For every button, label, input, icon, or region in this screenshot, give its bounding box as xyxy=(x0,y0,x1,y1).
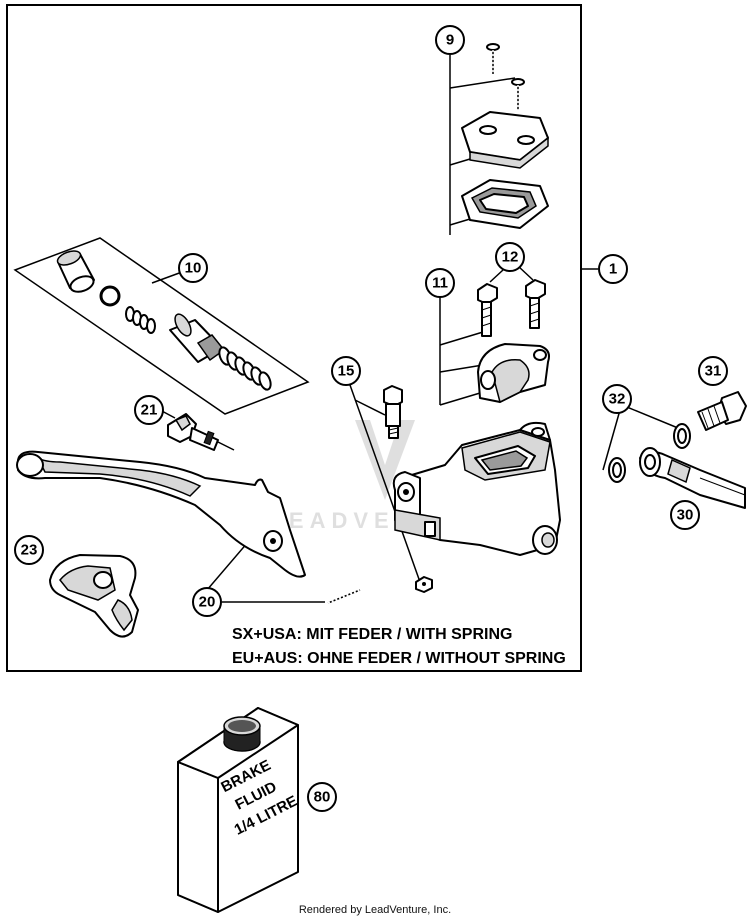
svg-text:21: 21 xyxy=(141,402,158,419)
lever-cover xyxy=(49,554,139,638)
callout-9: 9 xyxy=(435,25,465,55)
reservoir-cover-kit xyxy=(449,43,549,235)
callout-15: 15 xyxy=(331,356,361,386)
callout-32: 32 xyxy=(602,384,632,414)
callout-31: 31 xyxy=(698,356,728,386)
callout-12: 12 xyxy=(495,242,525,272)
svg-text:23: 23 xyxy=(21,542,38,559)
brake-hose-assembly xyxy=(602,391,747,509)
svg-text:31: 31 xyxy=(705,363,722,380)
bottle-cap xyxy=(223,716,261,752)
svg-text:30: 30 xyxy=(677,507,694,524)
banjo-bolt xyxy=(697,391,747,431)
piston-kit xyxy=(13,237,310,415)
clamp-bolt-2 xyxy=(525,279,546,329)
svg-text:9: 9 xyxy=(446,32,454,49)
callout-11: 11 xyxy=(425,268,455,298)
note-without-spring: EU+AUS: OHNE FEDER / WITHOUT SPRING xyxy=(232,650,566,667)
callout-20: 20 xyxy=(192,587,222,617)
cover-screw-2 xyxy=(511,78,525,110)
note-with-spring: SX+USA: MIT FEDER / WITH SPRING xyxy=(232,626,512,643)
svg-text:32: 32 xyxy=(609,391,626,408)
svg-text:10: 10 xyxy=(185,260,202,277)
pivot-bolt xyxy=(349,384,433,593)
callout-30: 30 xyxy=(670,500,700,530)
brake-fluid-bottle: BRAKE FLUID 1/4 LITRE xyxy=(177,707,300,913)
svg-text:20: 20 xyxy=(199,594,216,611)
svg-text:80: 80 xyxy=(314,789,331,806)
lever-adjuster xyxy=(159,409,235,451)
svg-text:11: 11 xyxy=(432,275,448,292)
master-cylinder-body xyxy=(392,421,561,556)
callout-21: 21 xyxy=(134,395,164,425)
lever-spring xyxy=(327,589,361,604)
handlebar-clamp xyxy=(439,265,550,406)
callout-80: 80 xyxy=(307,782,337,812)
brake-lever xyxy=(16,450,361,604)
svg-text:1: 1 xyxy=(609,261,617,278)
svg-text:15: 15 xyxy=(338,363,355,380)
clamp-bolt-1 xyxy=(477,283,498,337)
large-spring xyxy=(218,346,272,391)
callout-23: 23 xyxy=(14,535,44,565)
cover-screw-1 xyxy=(486,43,500,74)
svg-text:12: 12 xyxy=(502,249,519,266)
callout-10: 10 xyxy=(178,253,208,283)
footer-credit: Rendered by LeadVenture, Inc. xyxy=(298,904,452,916)
piston-boot xyxy=(56,250,95,293)
assembly-frame xyxy=(6,4,582,672)
small-spring xyxy=(125,306,156,334)
callout-1: 1 xyxy=(598,254,628,284)
